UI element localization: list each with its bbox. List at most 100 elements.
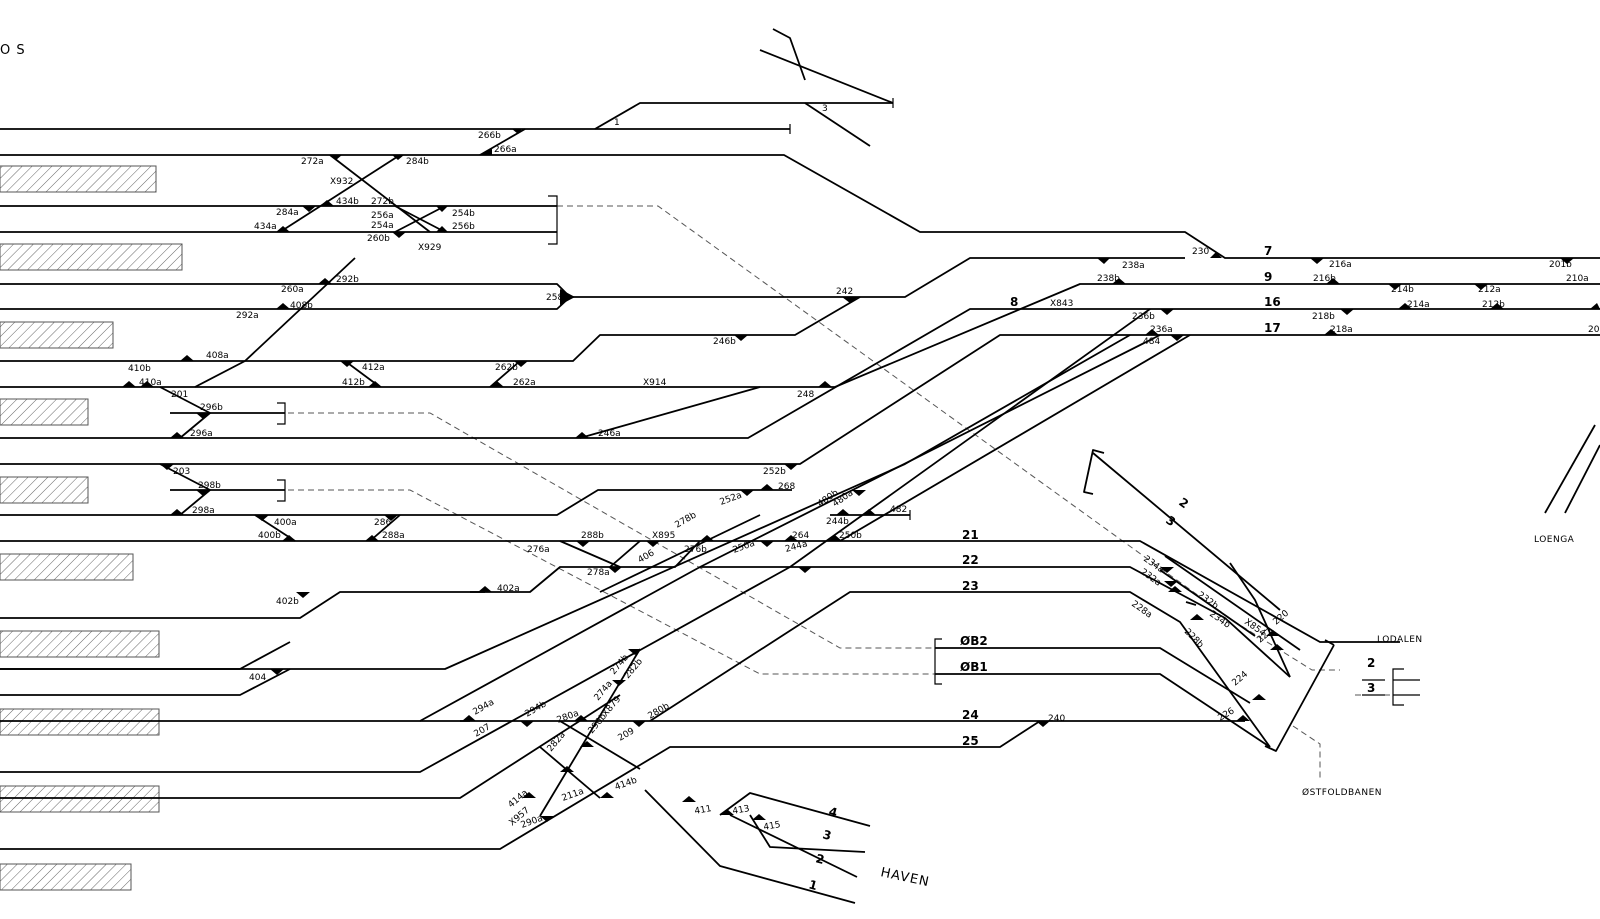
switch-marker xyxy=(392,155,404,160)
switch-label: 276a xyxy=(527,545,550,555)
switch-label: 216b xyxy=(1313,274,1336,284)
switch-label: 272a xyxy=(301,157,324,167)
switch-marker xyxy=(170,432,184,438)
switch-marker xyxy=(122,381,136,387)
switch-label: 410a xyxy=(139,378,162,388)
switch-marker xyxy=(1236,715,1250,721)
switch-marker xyxy=(612,680,626,686)
switch-label: 298b xyxy=(198,481,221,491)
switch-label: 408a xyxy=(206,351,229,361)
switch-label: 284b xyxy=(406,157,429,167)
switch-marker xyxy=(160,464,174,470)
switch-marker xyxy=(752,814,766,820)
switch-label: 236a xyxy=(1150,325,1173,335)
corner-label: O S xyxy=(0,43,26,58)
switch-marker xyxy=(1560,258,1574,264)
lodalen-label: LODALEN xyxy=(1377,635,1423,645)
switch-marker xyxy=(330,155,342,160)
switch-label: 280b xyxy=(647,701,672,721)
switch-marker xyxy=(632,721,646,727)
switch-marker xyxy=(512,129,522,134)
switch-marker xyxy=(760,541,774,547)
switch-label: 250b xyxy=(839,531,862,541)
switch-label: 230 xyxy=(1192,247,1209,257)
switch-marker xyxy=(828,535,842,541)
switch-marker xyxy=(392,232,406,238)
lodalen-track: 2 xyxy=(1367,656,1375,670)
switch-marker xyxy=(580,741,594,747)
switch-marker xyxy=(1490,303,1504,309)
switch-marker xyxy=(608,567,622,573)
switch-marker xyxy=(560,766,574,772)
platform xyxy=(0,708,160,736)
switch-marker xyxy=(520,721,534,727)
switch-marker xyxy=(368,381,382,387)
switch-label: 406 xyxy=(637,548,657,565)
switch-label: 256a xyxy=(371,211,394,221)
buffer-stops xyxy=(277,98,1420,752)
switch-marker xyxy=(1210,252,1222,258)
switch-label: 268 xyxy=(778,482,795,492)
switch-label: 298a xyxy=(192,506,215,516)
switch-marker xyxy=(365,535,379,541)
switch-marker xyxy=(170,509,184,515)
switch-marker xyxy=(1340,309,1354,315)
haven-track: 2 xyxy=(814,851,826,867)
switch-marker xyxy=(1164,581,1178,587)
switch-marker xyxy=(276,303,290,309)
switch-label: 278b xyxy=(674,510,699,530)
switch-label: 410b xyxy=(128,364,151,374)
track-numbers: 7 9 8 16 17 21 22 23 24 25 ØB2 ØB1 2 3 1… xyxy=(614,104,1281,748)
switch-marker xyxy=(682,796,696,802)
track-number: 22 xyxy=(962,553,979,567)
switch-marker xyxy=(478,586,492,592)
switch-marker xyxy=(196,490,210,496)
switch-marker xyxy=(628,649,642,655)
platform xyxy=(0,553,134,581)
small-number: 3 xyxy=(822,104,828,114)
switch-label: 246b xyxy=(713,337,736,347)
haven-track: 4 xyxy=(827,804,839,820)
platform xyxy=(0,785,160,813)
platform xyxy=(0,398,89,426)
switch-label: X895 xyxy=(652,531,675,541)
switch-marker xyxy=(560,289,575,305)
switch-label: 210a xyxy=(1566,274,1589,284)
switch-marker xyxy=(296,592,310,598)
switch-label: 400b xyxy=(258,531,281,541)
switch-label: 288b xyxy=(581,531,604,541)
switch-label: 286 xyxy=(374,518,391,528)
place-labels: LODALEN 2 3 LOENGA ØSTFOLDBANEN HAVEN 4 … xyxy=(807,535,1574,893)
switch-label: 400a xyxy=(274,518,297,528)
track-number: 25 xyxy=(962,734,979,748)
switch-marker xyxy=(646,541,660,547)
switch-marker xyxy=(1168,586,1182,592)
switch-label: 246a xyxy=(598,429,621,439)
switch-label: 256b xyxy=(452,222,475,232)
haven-track: 1 xyxy=(807,877,819,893)
switch-label: 294b xyxy=(524,699,549,719)
switch-marker xyxy=(818,381,832,387)
switch-marker xyxy=(760,484,774,490)
switch-marker xyxy=(180,355,194,361)
switch-marker xyxy=(784,464,798,470)
bracket-number: 2 xyxy=(1176,495,1191,511)
switch-marker xyxy=(276,226,290,232)
switch-label: 248 xyxy=(797,390,814,400)
switch-label: 201 xyxy=(171,390,188,400)
switch-label: X929 xyxy=(418,243,442,253)
switch-marker xyxy=(320,200,334,206)
switch-label: 404 xyxy=(249,673,266,683)
switch-label: 434a xyxy=(254,222,277,232)
haven-label: HAVEN xyxy=(879,865,931,890)
track-number: 23 xyxy=(962,579,979,593)
switch-label: 266a xyxy=(494,145,517,155)
switch-label: 402b xyxy=(276,597,299,607)
switch-label: 209 xyxy=(617,726,637,743)
switch-marker xyxy=(1170,335,1184,341)
switch-label: 238a xyxy=(1122,261,1145,271)
switch-label: 254b xyxy=(452,209,475,219)
switch-label: 260a xyxy=(281,285,304,295)
switch-marker xyxy=(522,792,536,798)
switch-marker xyxy=(575,432,589,438)
